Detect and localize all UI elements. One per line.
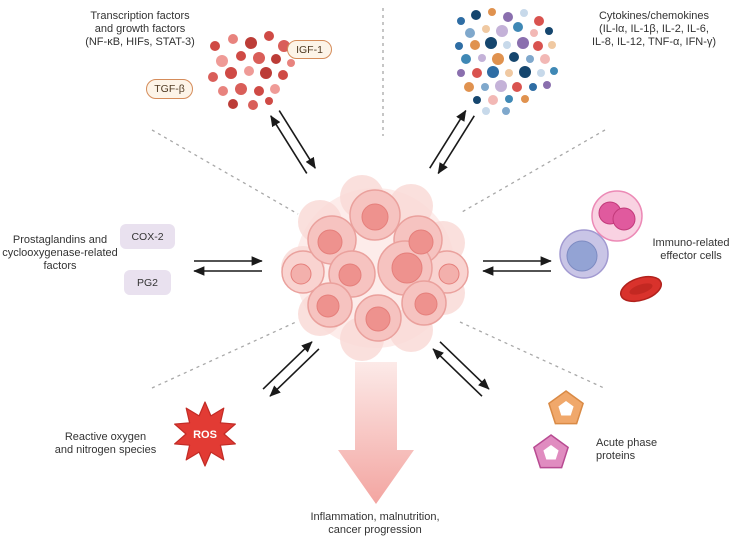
exchange-arrows-transcription <box>270 110 316 174</box>
exchange-arrows-cytokines <box>429 109 475 175</box>
label-line: Immuno-related <box>652 237 730 249</box>
transcription-factors-label: Transcription factors and growth factors… <box>55 10 225 49</box>
igf-1-box: IGF-1 <box>287 40 332 59</box>
red-blood-cell <box>619 275 663 303</box>
label-line: factors <box>43 260 77 272</box>
label-line: Inflammation, malnutrition, <box>310 511 440 523</box>
prostaglandins-label: Prostaglandins and cyclooxygenase-relate… <box>2 234 118 273</box>
acute-phase-proteins-label: Acute phase proteins <box>596 437 686 463</box>
outcome-label: Inflammation, malnutrition, cancer progr… <box>270 511 480 537</box>
divider-lower-left <box>151 321 297 389</box>
label-line: cyclooxygenase-related <box>2 247 118 259</box>
label-line: Cytokines/chemokines <box>598 10 710 22</box>
acute-phase-proteins-shapes <box>533 390 584 469</box>
label-line: proteins <box>596 450 636 462</box>
growth-factor-molecules <box>208 31 295 110</box>
pentagon-orange-center <box>558 401 574 416</box>
ros-badge-text: ROS <box>193 429 217 441</box>
ros-star-shape <box>174 401 236 467</box>
cox-2-label: COX-2 <box>131 230 164 243</box>
pg2-label: PG2 <box>136 276 158 289</box>
label-line: (IL-lα, IL-1β, IL-2, IL-6, <box>599 23 709 35</box>
label-line: effector cells <box>660 250 722 262</box>
cytokines-chemokines-label: Cytokines/chemokines (IL-lα, IL-1β, IL-2… <box>578 10 730 49</box>
label-line: Prostaglandins and <box>12 234 108 246</box>
label-line: and nitrogen species <box>54 444 157 456</box>
reactive-oxygen-species-label: Reactive oxygen and nitrogen species <box>38 431 173 457</box>
label-line: (NF-κB, HIFs, STAT-3) <box>85 36 195 48</box>
exchange-arrows <box>193 109 552 397</box>
immune-effector-cells-label: Immuno-related effector cells <box>650 237 732 263</box>
pentagon-pink-center <box>543 445 559 460</box>
label-line: and growth factors <box>94 23 186 35</box>
tgf-beta-label: TGF-β <box>154 83 185 95</box>
label-line: Transcription factors <box>90 10 190 22</box>
label-line: Acute phase <box>596 437 658 449</box>
sector-divider-lines <box>151 8 606 389</box>
tumor-cell-nuclei <box>290 203 460 332</box>
cox-2-box: COX-2 <box>120 224 175 249</box>
exchange-arrows-acute <box>432 341 490 397</box>
cytokine-molecules <box>455 8 558 115</box>
ros-starburst: ROS <box>174 401 236 467</box>
immune-effector-cells <box>559 190 663 303</box>
label-line: cancer progression <box>328 524 422 536</box>
label-line: IL-8, IL-12, TNF-α, IFN-γ) <box>591 36 717 48</box>
divider-upper-left <box>151 129 299 215</box>
eosinophil-nucleus <box>612 207 636 231</box>
pg2-box: PG2 <box>124 270 171 295</box>
exchange-arrows-immune <box>482 256 552 276</box>
label-line: Reactive oxygen <box>64 431 147 443</box>
exchange-arrows-prostaglandins <box>193 256 263 276</box>
exchange-arrows-ros <box>262 341 320 397</box>
tgf-beta-box: TGF-β <box>146 79 193 99</box>
tumor-cell-cluster <box>281 175 469 361</box>
divider-upper-right <box>461 129 606 213</box>
progression-arrow <box>338 362 414 504</box>
lymphocyte-nucleus <box>566 240 598 272</box>
divider-lower-right <box>459 321 605 389</box>
igf-1-label: IGF-1 <box>296 43 323 56</box>
